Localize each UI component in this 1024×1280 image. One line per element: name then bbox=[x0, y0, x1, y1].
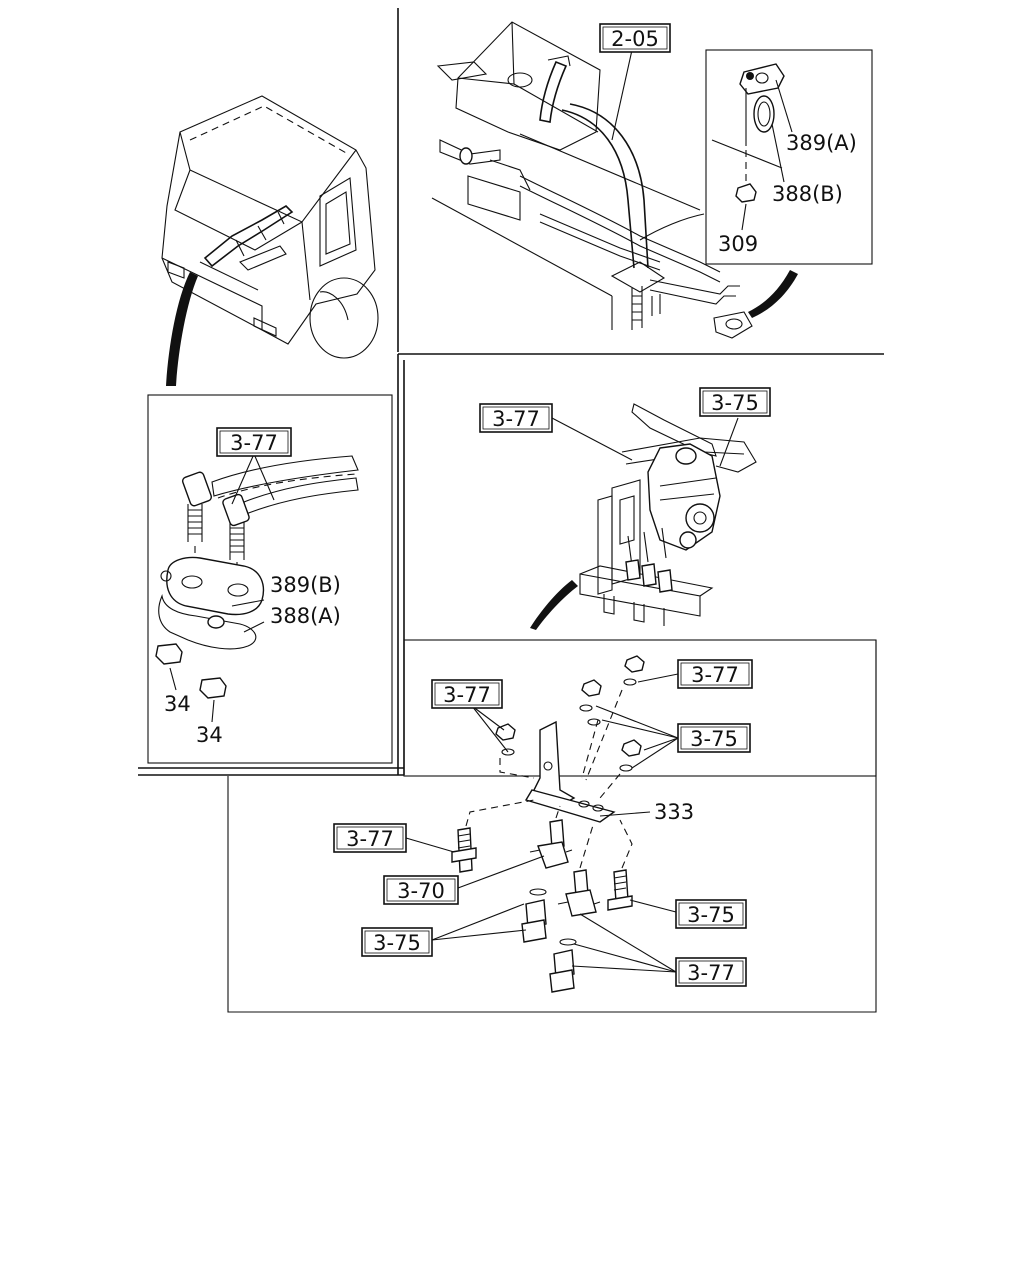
ref-label-3-77: 3-77 bbox=[687, 961, 735, 985]
ref-label-3-75: 3-75 bbox=[711, 391, 759, 415]
left-inset-detail bbox=[147, 394, 393, 764]
ref-label-3-77: 3-77 bbox=[492, 407, 540, 431]
valve-assembly bbox=[530, 403, 757, 630]
ref-box-3-77-top-right-exploded[interactable]: 3-77 bbox=[677, 659, 753, 689]
ref-box-2-05[interactable]: 2-05 bbox=[599, 23, 671, 53]
part-label-388b: 388(B) bbox=[772, 182, 843, 206]
top-frame-assembly bbox=[431, 21, 798, 339]
part-label-34: 34 bbox=[196, 723, 223, 747]
top-right-inset-detail bbox=[705, 49, 873, 265]
leader-lines bbox=[231, 49, 739, 973]
part-label-388a: 388(A) bbox=[270, 604, 341, 628]
part-label-389a: 389(A) bbox=[786, 131, 857, 155]
part-label-333: 333 bbox=[654, 800, 694, 824]
exploded-parts-detail bbox=[227, 639, 877, 1013]
ref-box-3-77-bottom-right[interactable]: 3-77 bbox=[675, 957, 747, 987]
panel-frame-lines bbox=[138, 8, 884, 776]
ref-label-3-77: 3-77 bbox=[230, 431, 278, 455]
ref-label-3-77: 3-77 bbox=[691, 663, 739, 687]
ref-label-3-77: 3-77 bbox=[443, 683, 491, 707]
ref-box-3-75-valve[interactable]: 3-75 bbox=[699, 387, 771, 417]
ref-box-3-75-exploded-nuts[interactable]: 3-75 bbox=[677, 723, 751, 753]
part-number-labels: 389(A) 388(B) 309 389(B) 388(A) 34 34 33… bbox=[164, 131, 857, 824]
part-label-34: 34 bbox=[164, 692, 191, 716]
ref-box-3-70[interactable]: 3-70 bbox=[383, 875, 459, 905]
ref-box-3-77-left-inset[interactable]: 3-77 bbox=[216, 427, 292, 457]
truck-cab-illustration bbox=[161, 95, 379, 386]
part-label-389b: 389(B) bbox=[270, 573, 341, 597]
ref-box-3-77-fitting[interactable]: 3-77 bbox=[333, 823, 407, 853]
ref-label-3-75: 3-75 bbox=[373, 931, 421, 955]
ref-label-3-77: 3-77 bbox=[346, 827, 394, 851]
part-label-309: 309 bbox=[718, 232, 758, 256]
ref-label-3-70: 3-70 bbox=[397, 879, 445, 903]
ref-box-3-75-bottom-left[interactable]: 3-75 bbox=[361, 927, 433, 957]
ref-box-3-77-valve[interactable]: 3-77 bbox=[479, 403, 553, 433]
ref-label-2-05: 2-05 bbox=[611, 27, 659, 51]
ref-label-3-75: 3-75 bbox=[687, 903, 735, 927]
ref-label-3-75: 3-75 bbox=[690, 727, 738, 751]
ref-box-3-75-bottom-right[interactable]: 3-75 bbox=[675, 899, 747, 929]
ref-box-3-77-exploded-left[interactable]: 3-77 bbox=[431, 679, 503, 709]
